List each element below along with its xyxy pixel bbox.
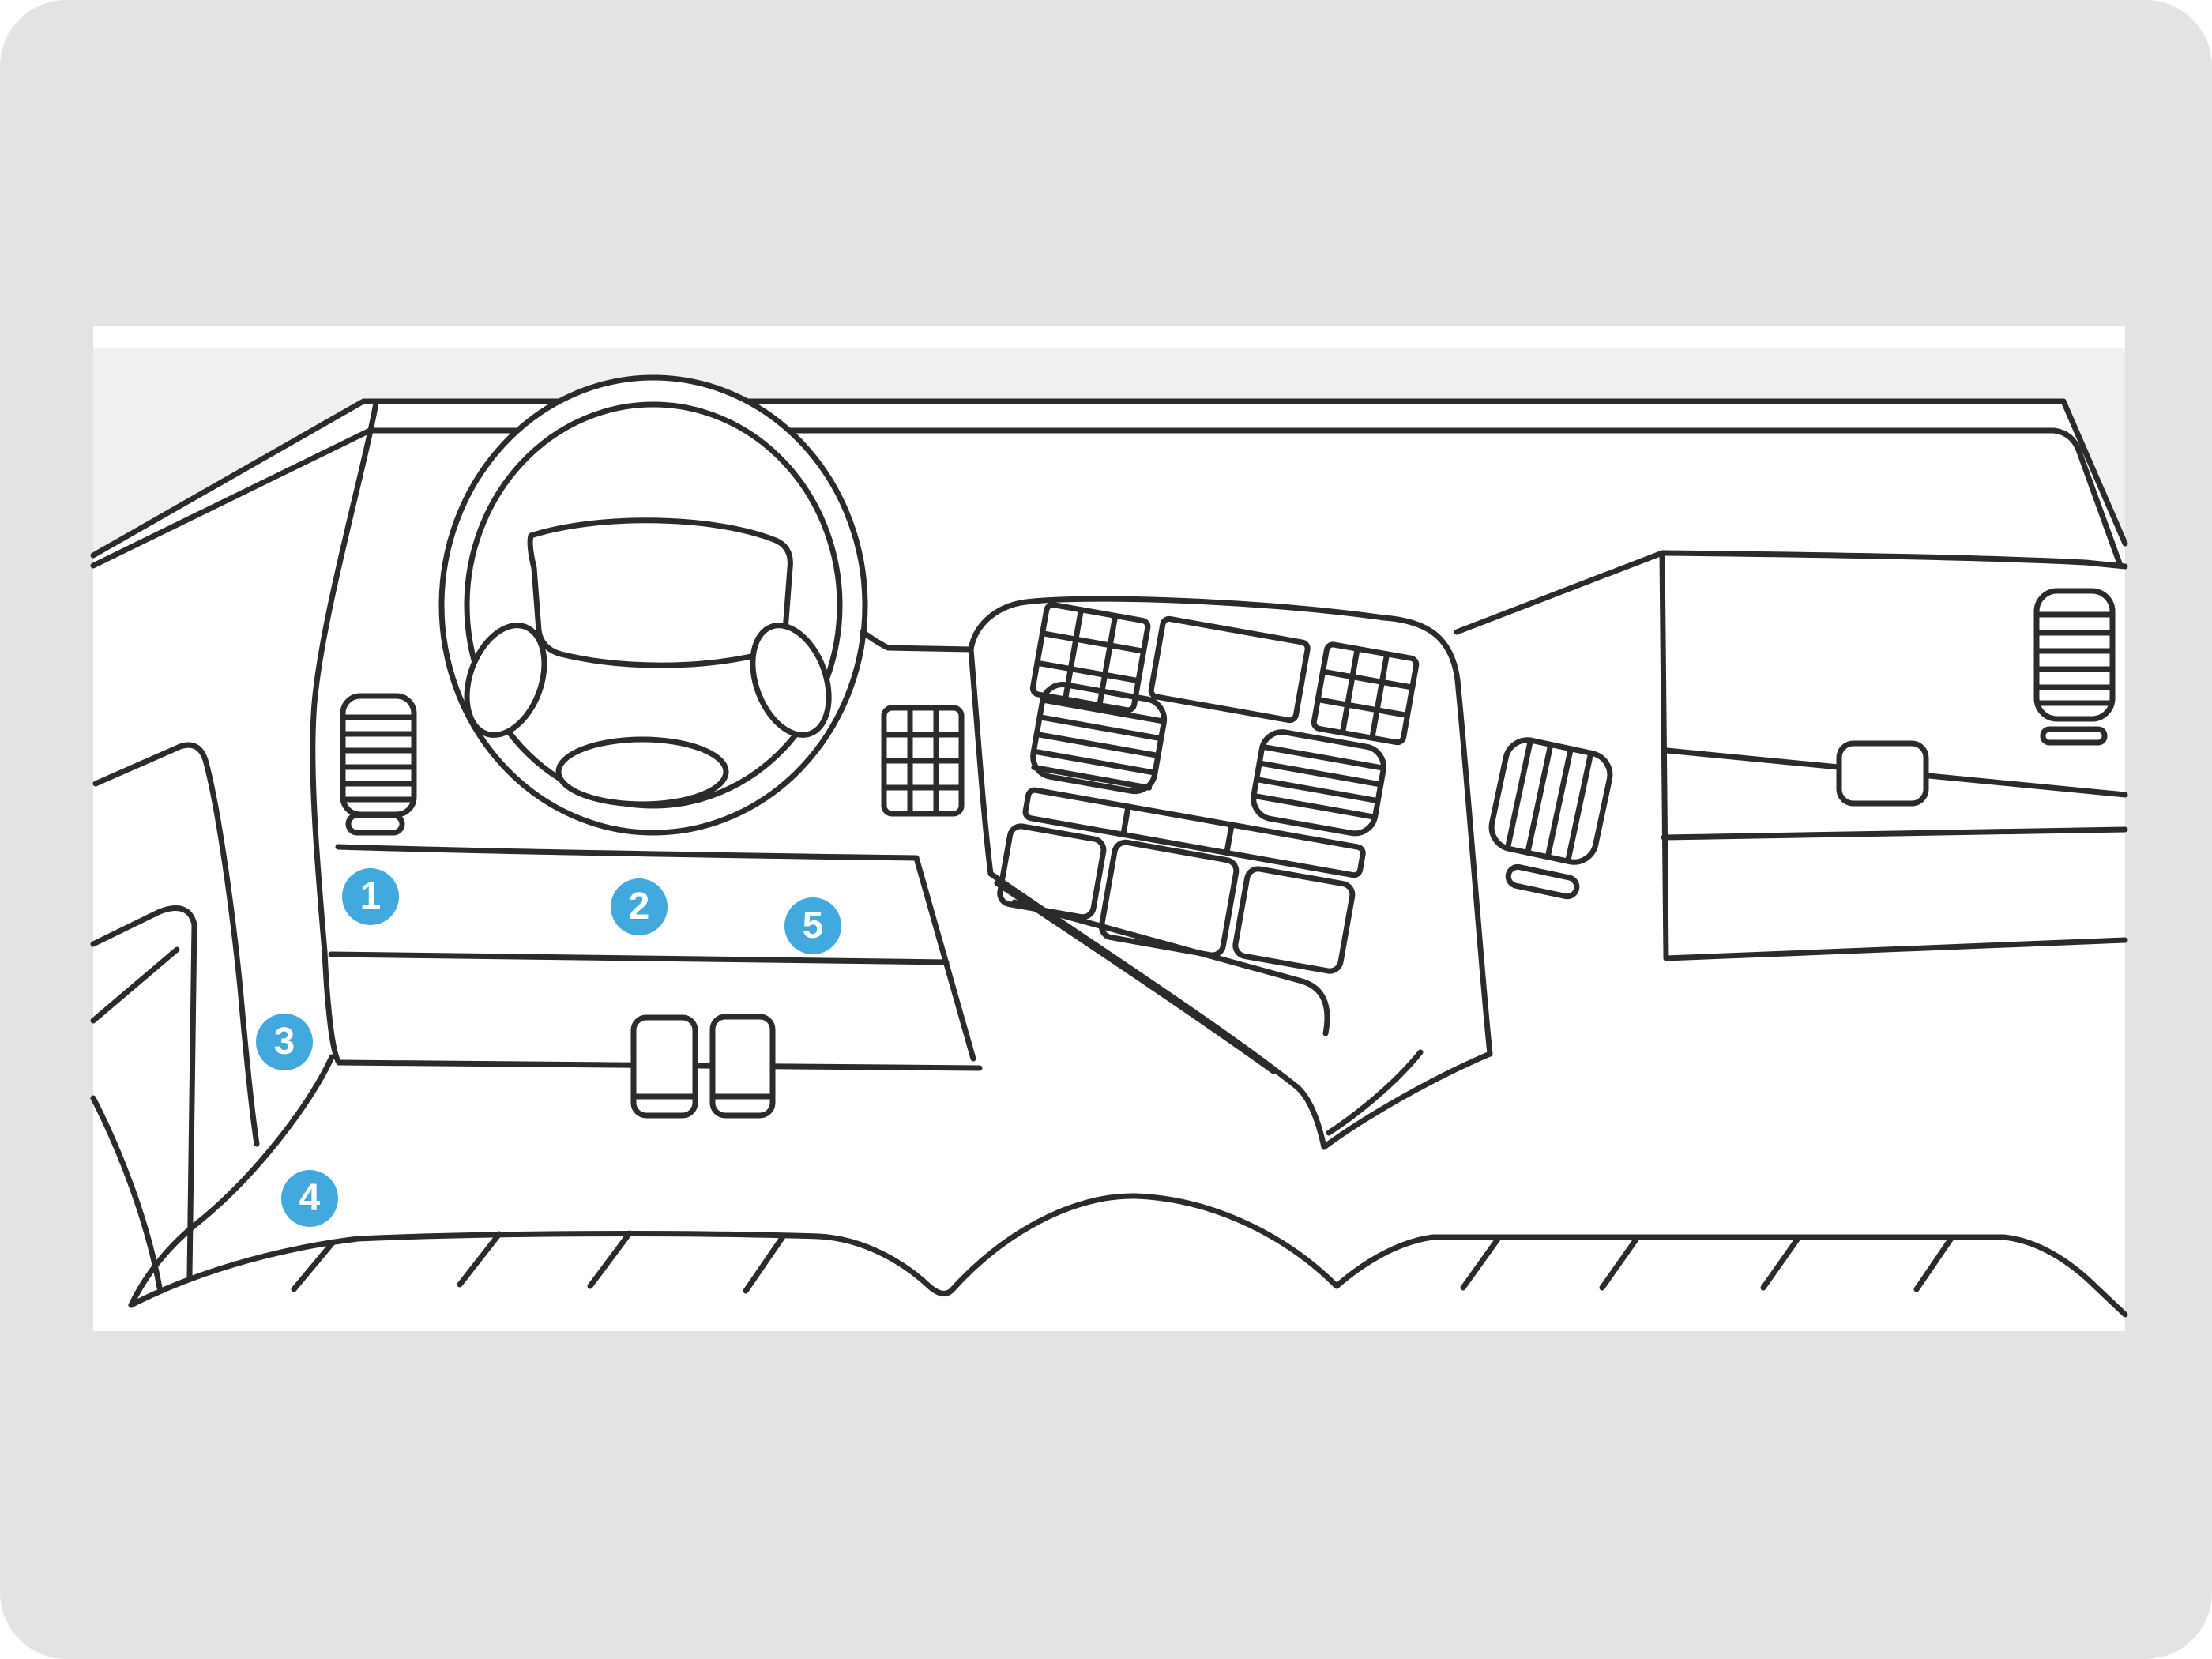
button-grid-right — [1311, 641, 1420, 746]
floor-hatch-right — [1460, 1234, 1955, 1292]
steering-airbag-pad — [527, 517, 793, 668]
right-dashboard — [1454, 550, 2128, 961]
callout-marker-1[interactable]: 1 — [342, 868, 399, 925]
windshield-base-lines — [90, 398, 2128, 569]
louver-panel-right — [1251, 729, 1386, 837]
callout-marker-3[interactable]: 3 — [256, 1014, 313, 1070]
pedals — [630, 1014, 776, 1119]
callout-marker-2[interactable]: 2 — [611, 878, 668, 935]
driver-door — [90, 400, 379, 1308]
switch-blocks — [997, 823, 1356, 974]
column-grid-vent — [881, 705, 965, 817]
callout-marker-5[interactable]: 5 — [784, 897, 841, 954]
steering-wheel — [438, 374, 868, 836]
floor-hatch-left — [291, 1230, 787, 1294]
steering-bottom-pad — [555, 736, 729, 807]
callout-marker-number: 4 — [299, 1177, 321, 1219]
switch-strip — [1022, 787, 1366, 878]
left-air-vent — [340, 693, 417, 836]
cab-floor — [128, 1193, 2128, 1318]
console-side-vent — [1488, 737, 1613, 900]
callout-marker-number: 3 — [273, 1021, 295, 1063]
callout-marker-number: 1 — [359, 875, 382, 917]
console-controls — [997, 602, 1420, 974]
callout-marker-number: 2 — [628, 886, 650, 927]
accelerator-pedal — [709, 1014, 776, 1119]
center-console — [968, 596, 1493, 1150]
right-air-vent — [2033, 588, 2116, 746]
callout-marker-4[interactable]: 4 — [281, 1170, 338, 1227]
louver-panel-left — [1030, 682, 1168, 795]
diagram-canvas — [93, 326, 2125, 1331]
console-display — [1148, 615, 1311, 724]
glovebox-handle — [1836, 740, 1929, 807]
button-grid-left — [1029, 602, 1151, 713]
brake-pedal — [630, 1014, 698, 1119]
door-armrest — [90, 905, 198, 1279]
callout-marker-number: 5 — [802, 905, 824, 946]
column-cutout — [860, 629, 974, 653]
